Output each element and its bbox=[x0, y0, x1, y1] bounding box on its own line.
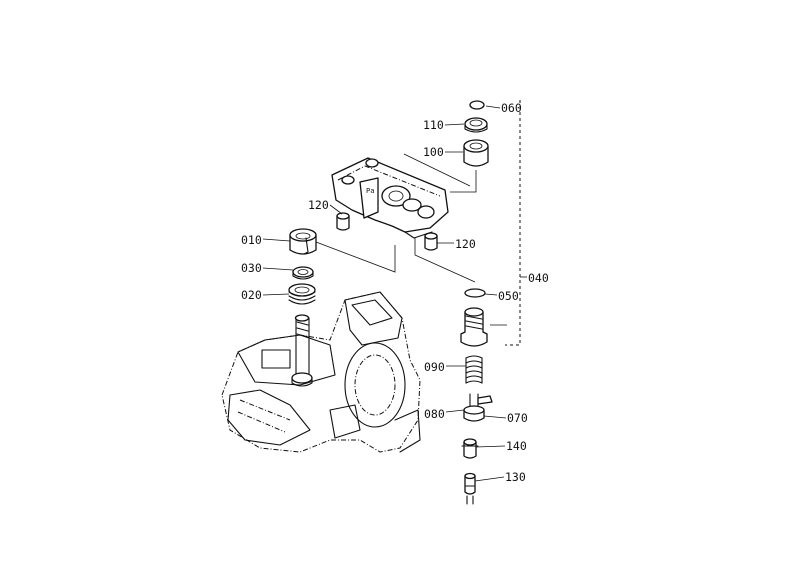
callout-130: 130 bbox=[505, 470, 526, 484]
callout-120-right: 120 bbox=[455, 237, 476, 251]
assembly-guide-lines bbox=[315, 100, 521, 346]
callout-020: 020 bbox=[241, 288, 262, 302]
dowel-pins bbox=[336, 212, 438, 251]
callout-030: 030 bbox=[241, 261, 262, 275]
engine-block bbox=[221, 291, 421, 453]
callout-140: 140 bbox=[506, 439, 527, 453]
upper-right-part-stack bbox=[463, 100, 489, 167]
callout-060: 060 bbox=[501, 101, 522, 115]
callout-040: 040 bbox=[528, 271, 549, 285]
callout-010: 010 bbox=[241, 233, 262, 247]
left-part-stack bbox=[288, 228, 317, 387]
lower-right-part-stack bbox=[460, 288, 493, 505]
callout-080: 080 bbox=[424, 407, 445, 421]
callouts: 060 110 100 120 120 010 030 020 040 050 … bbox=[241, 101, 549, 484]
svg-text:Pa: Pa bbox=[366, 187, 374, 195]
callout-090: 090 bbox=[424, 360, 445, 374]
callout-050: 050 bbox=[498, 289, 519, 303]
callout-120-left: 120 bbox=[308, 198, 329, 212]
callout-070: 070 bbox=[507, 411, 528, 425]
callout-110: 110 bbox=[423, 118, 444, 132]
governor-bracket: Pa bbox=[331, 157, 449, 239]
callout-100: 100 bbox=[423, 145, 444, 159]
